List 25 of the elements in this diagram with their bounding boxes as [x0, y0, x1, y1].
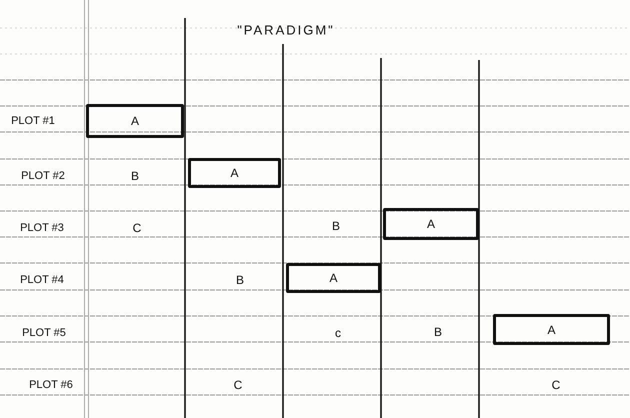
segment-box [383, 208, 479, 240]
letter-label: c [335, 326, 341, 340]
box-label: A [426, 217, 435, 231]
letter-label: B [236, 273, 244, 287]
letter-label: B [434, 325, 442, 339]
segment-box [286, 263, 381, 293]
segment-box [493, 314, 610, 345]
title: "PARADIGM" [237, 22, 335, 38]
letter-label: B [131, 169, 139, 183]
segment-box [86, 104, 184, 138]
letter-label: C [132, 221, 142, 235]
box-label: A [329, 271, 338, 285]
letter-label: B [332, 219, 340, 233]
row-label: PLOT #4 [20, 274, 64, 286]
row-label: PLOT #5 [22, 327, 66, 339]
box-label: A [230, 166, 238, 180]
letter-label: C [552, 378, 560, 392]
segment-box [188, 158, 281, 188]
box-label: A [547, 322, 556, 336]
row-label: PLOT #1 [11, 115, 55, 127]
row-label: PLOT #2 [21, 170, 65, 182]
box-label: A [130, 114, 139, 128]
row-label: PLOT #3 [20, 222, 64, 234]
row-label: PLOT #6 [29, 379, 73, 391]
letter-label: C [234, 378, 242, 392]
